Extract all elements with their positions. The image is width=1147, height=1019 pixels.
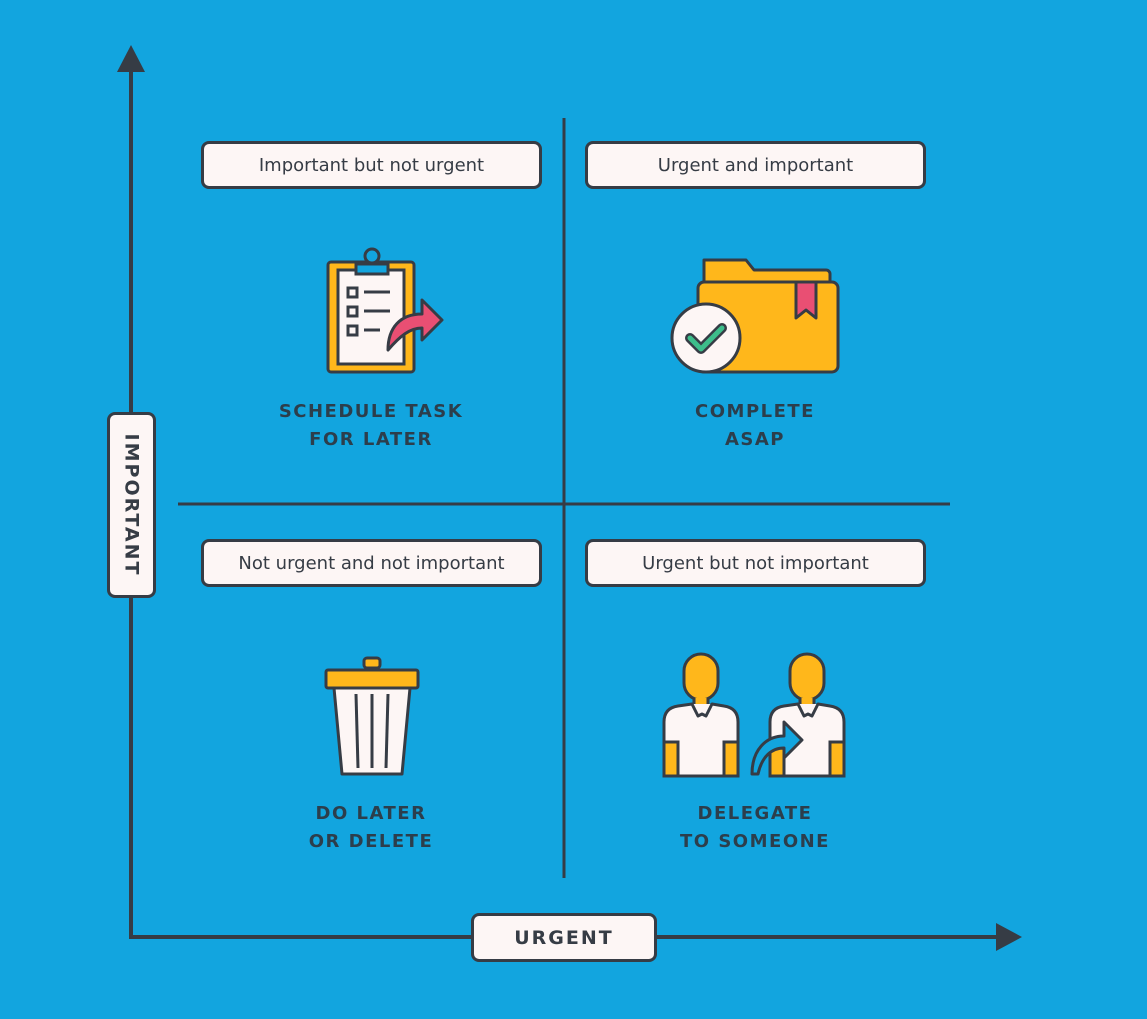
y-axis-arrow — [117, 45, 145, 72]
action-top-left-line1: SCHEDULE TASK — [278, 401, 464, 422]
folder-check-icon — [670, 258, 840, 374]
action-bottom-right-line1: DELEGATE — [697, 803, 813, 824]
quadrant-title-bottom-right: Urgent but not important — [585, 539, 926, 587]
person-left — [662, 652, 740, 778]
action-top-right: COMPLETE ASAP — [605, 398, 905, 454]
quadrant-title-bottom-left: Not urgent and not important — [201, 539, 542, 587]
action-top-left-line2: FOR LATER — [309, 429, 433, 450]
x-axis-label-text: URGENT — [514, 926, 614, 949]
y-axis-label: IMPORTANT — [107, 412, 156, 598]
action-bottom-right: DELEGATE TO SOMEONE — [605, 800, 905, 856]
delegate-people-icon — [662, 652, 846, 778]
action-top-right-line1: COMPLETE — [695, 401, 815, 422]
trash-can-icon — [324, 656, 420, 776]
action-top-right-line2: ASAP — [724, 429, 786, 450]
clipboard-arrow-icon — [326, 247, 444, 374]
delegate-arrow — [750, 720, 804, 776]
quadrant-title-top-left: Important but not urgent — [201, 141, 542, 189]
x-axis-arrow — [996, 923, 1022, 951]
action-bottom-left: DO LATER OR DELETE — [221, 800, 521, 856]
action-bottom-right-line2: TO SOMEONE — [680, 831, 830, 852]
action-bottom-left-line1: DO LATER — [315, 803, 427, 824]
action-top-left: SCHEDULE TASK FOR LATER — [221, 398, 521, 454]
action-bottom-left-line2: OR DELETE — [308, 831, 434, 852]
y-axis-label-text: IMPORTANT — [120, 433, 143, 577]
person-right — [768, 652, 846, 778]
quadrant-title-top-right: Urgent and important — [585, 141, 926, 189]
x-axis-label: URGENT — [471, 913, 657, 962]
